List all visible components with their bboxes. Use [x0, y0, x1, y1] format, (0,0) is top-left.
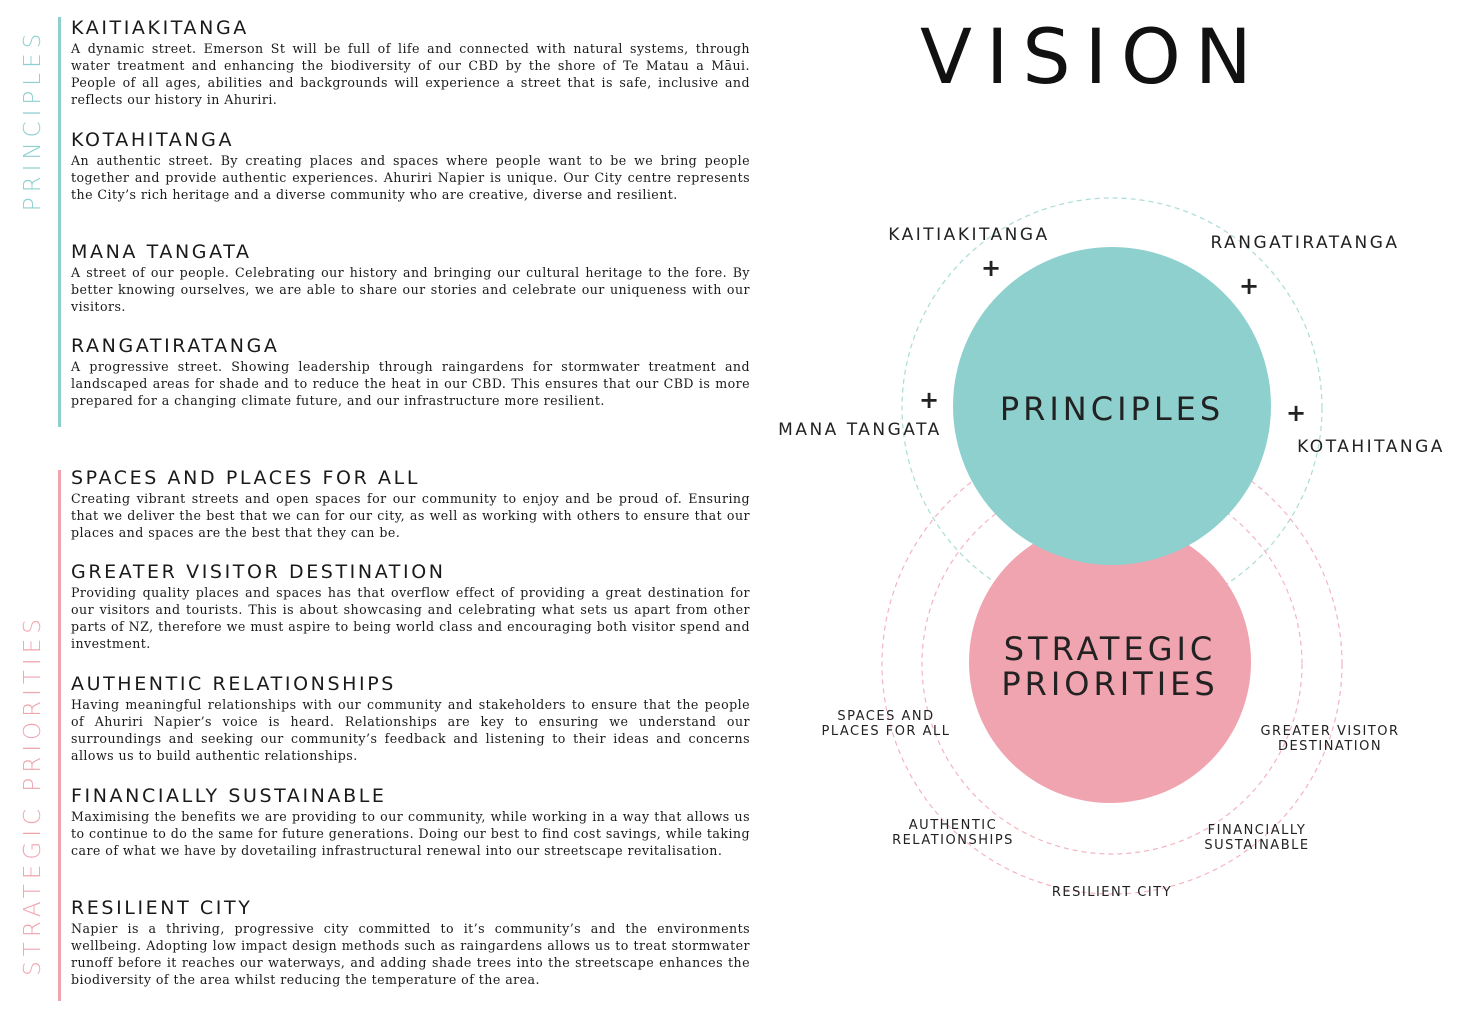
- priority-resilient-city: RESILIENT CITY Napier is a thriving, pro…: [71, 896, 750, 988]
- plus-icon: +: [981, 254, 1001, 282]
- principle-description: A dynamic street. Emerson St will be ful…: [71, 41, 750, 107]
- principle-heading: RANGATIRATANGA: [71, 335, 280, 357]
- priority-heading: SPACES AND PLACES FOR ALL: [71, 467, 421, 489]
- diagram-label-resilient-city: RESILIENT CITY: [1052, 885, 1172, 900]
- strategic-priorities-divider: [58, 470, 61, 1001]
- diagram-label-kaitiakitanga: KAITIAKITANGA: [888, 225, 1049, 245]
- principle-heading: KOTAHITANGA: [71, 129, 235, 151]
- diagram-label-financial-line1: FINANCIALLY: [1208, 823, 1307, 838]
- diagram-label-kotahitanga: KOTAHITANGA: [1297, 437, 1445, 457]
- diagram-label-spaces-line2: PLACES FOR ALL: [822, 724, 951, 739]
- principles-divider: [58, 17, 61, 427]
- priority-spaces-and-places: SPACES AND PLACES FOR ALL Creating vibra…: [71, 466, 750, 541]
- diagram-label-spaces-line1: SPACES AND: [837, 709, 934, 724]
- diagram-label-authentic-line2: RELATIONSHIPS: [892, 833, 1014, 848]
- priority-description: Having meaningful relationships with our…: [71, 697, 750, 763]
- priority-heading: AUTHENTIC RELATIONSHIPS: [71, 673, 396, 695]
- principle-description: A progressive street. Showing leadership…: [71, 359, 750, 408]
- principle-kotahitanga: KOTAHITANGA An authentic street. By crea…: [71, 128, 750, 203]
- strategic-priorities-circle: [969, 521, 1251, 803]
- priority-heading: GREATER VISITOR DESTINATION: [71, 561, 446, 583]
- principle-kaitiakitanga: KAITIAKITANGA A dynamic street. Emerson …: [71, 16, 750, 108]
- priority-financially-sustainable: FINANCIALLY SUSTAINABLE Maximising the b…: [71, 784, 750, 859]
- plus-icon: +: [1239, 272, 1259, 300]
- strategic-circle-label-line2: PRIORITIES: [1001, 665, 1218, 703]
- diagram-label-mana-tangata: MANA TANGATA: [778, 420, 942, 440]
- vision-title: VISION: [920, 12, 1266, 101]
- priority-authentic-relationships: AUTHENTIC RELATIONSHIPS Having meaningfu…: [71, 672, 750, 764]
- priority-heading: RESILIENT CITY: [71, 897, 253, 919]
- strategic-circle-label-line1: STRATEGIC: [1004, 630, 1217, 668]
- principle-description: A street of our people. Celebrating our …: [71, 265, 750, 314]
- priority-description: Creating vibrant streets and open spaces…: [71, 491, 750, 540]
- priority-description: Providing quality places and spaces has …: [71, 585, 750, 651]
- priority-greater-visitor-destination: GREATER VISITOR DESTINATION Providing qu…: [71, 560, 750, 652]
- principle-mana-tangata: MANA TANGATA A street of our people. Cel…: [71, 240, 750, 315]
- principles-circle: [953, 247, 1271, 565]
- principle-rangatiratanga: RANGATIRATANGA A progressive street. Sho…: [71, 334, 750, 409]
- priority-description: Maximising the benefits we are providing…: [71, 809, 750, 858]
- diagram-label-visitor-line1: GREATER VISITOR: [1260, 724, 1399, 739]
- principles-ring: [901, 197, 1323, 619]
- priority-heading: FINANCIALLY SUSTAINABLE: [71, 785, 387, 807]
- diagram-label-authentic-line1: AUTHENTIC: [909, 818, 997, 833]
- principle-heading: MANA TANGATA: [71, 241, 252, 263]
- diagram-label-financial-line2: SUSTAINABLE: [1204, 838, 1309, 853]
- priority-description: Napier is a thriving, progressive city c…: [71, 921, 750, 987]
- principle-heading: KAITIAKITANGA: [71, 17, 249, 39]
- diagram-label-visitor-line2: DESTINATION: [1278, 739, 1382, 754]
- principle-description: An authentic street. By creating places …: [71, 153, 750, 202]
- plus-icon: +: [919, 386, 939, 414]
- diagram-label-rangatiratanga: RANGATIRATANGA: [1211, 233, 1400, 253]
- plus-icon: +: [1286, 399, 1306, 427]
- principles-circle-label: PRINCIPLES: [1000, 390, 1224, 428]
